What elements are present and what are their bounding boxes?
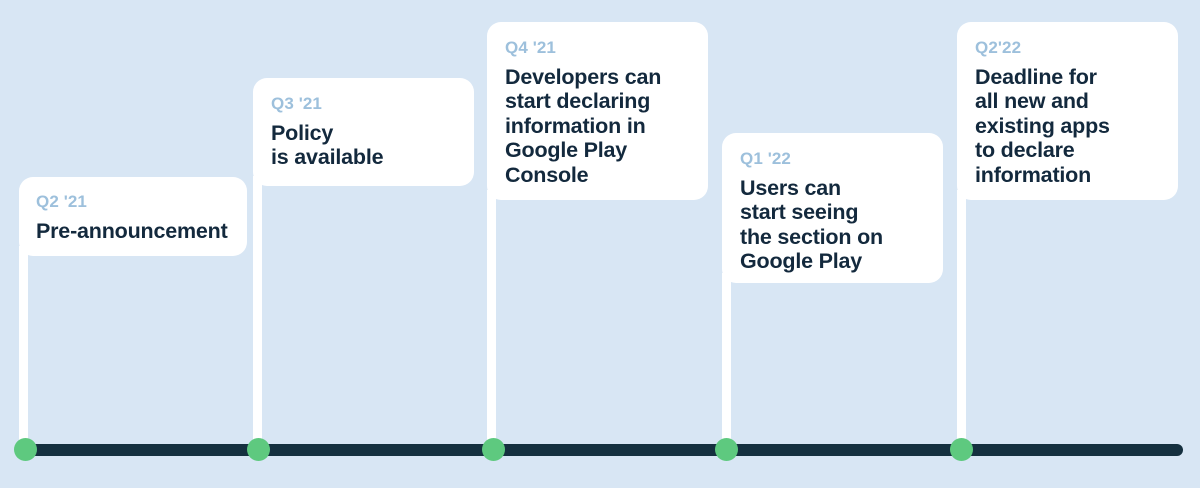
flag-stem-q2-22 — [957, 190, 966, 450]
milestone-card-q1-22[interactable]: Q1 '22 Users can start seeing the sectio… — [722, 133, 943, 283]
milestone-headline: Users can start seeing the section on Go… — [740, 175, 883, 274]
milestone-dot-q2-21[interactable] — [14, 438, 37, 461]
flag-stem-q3-21 — [253, 176, 262, 450]
milestone-dot-q4-21[interactable] — [482, 438, 505, 461]
milestone-quarter-label: Q3 '21 — [271, 94, 322, 113]
milestone-dot-q1-22[interactable] — [715, 438, 738, 461]
milestone-card-q4-21[interactable]: Q4 '21 Developers can start declaring in… — [487, 22, 708, 200]
flag-stem-q2-21 — [19, 246, 28, 450]
milestone-dot-q2-22[interactable] — [950, 438, 973, 461]
milestone-headline: Developers can start declaring informati… — [505, 64, 662, 187]
milestone-card-q2-22[interactable]: Q2'22 Deadline for all new and existing … — [957, 22, 1178, 200]
milestone-quarter-label: Q2 '21 — [36, 192, 87, 211]
milestone-headline: Pre-announcement — [36, 218, 228, 243]
milestone-headline: Deadline for all new and existing apps t… — [975, 64, 1110, 187]
milestone-card-q3-21[interactable]: Q3 '21 Policy is available — [253, 78, 474, 186]
milestone-dot-q3-21[interactable] — [247, 438, 270, 461]
timeline-axis-line — [18, 444, 1183, 456]
flag-stem-q1-22 — [722, 273, 731, 450]
milestone-headline: Policy is available — [271, 120, 384, 170]
milestone-quarter-label: Q2'22 — [975, 38, 1022, 57]
milestone-card-q2-21[interactable]: Q2 '21 Pre-announcement — [19, 177, 247, 256]
milestone-quarter-label: Q1 '22 — [740, 149, 791, 168]
flag-stem-q4-21 — [487, 190, 496, 450]
milestone-quarter-label: Q4 '21 — [505, 38, 556, 57]
